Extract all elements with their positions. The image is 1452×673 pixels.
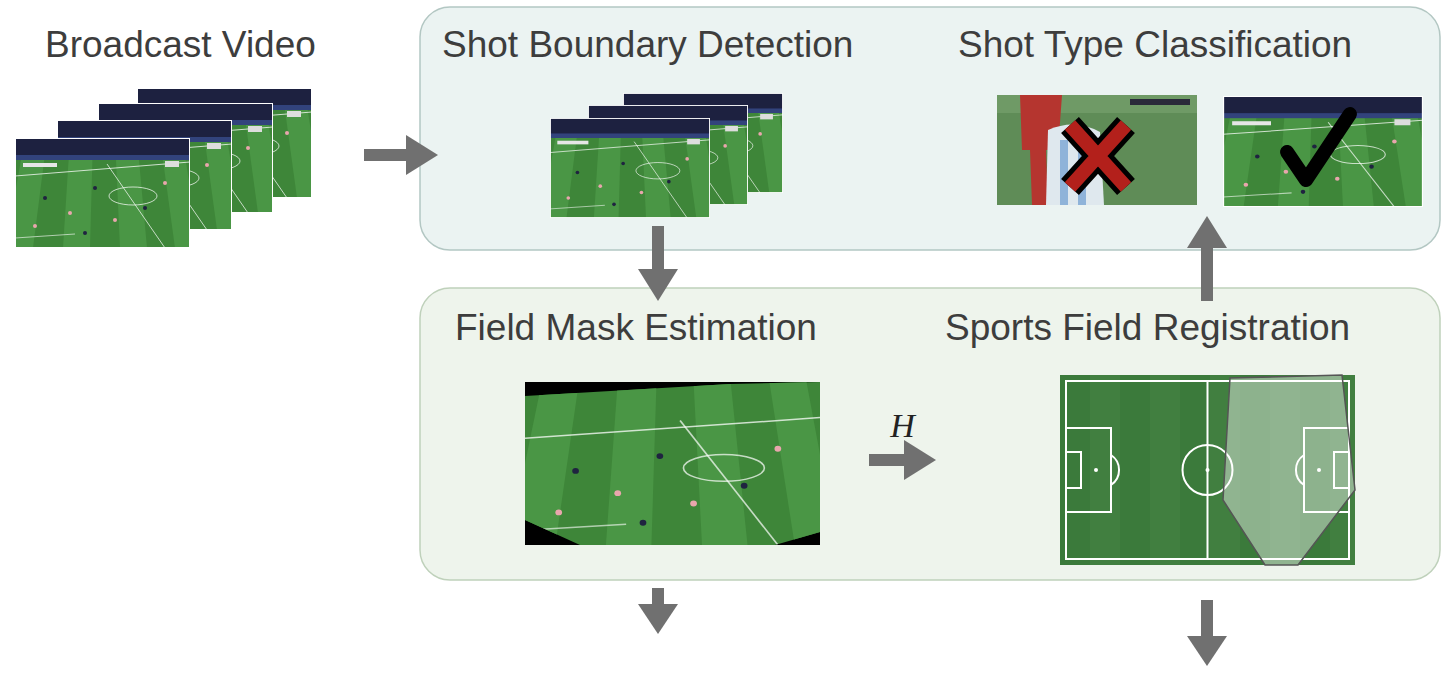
pitch-template bbox=[1066, 428, 1111, 512]
stage-title: Shot Boundary Detection bbox=[442, 22, 853, 68]
video-frames bbox=[5, 88, 322, 248]
flow-arrow bbox=[869, 440, 936, 480]
output-arrow bbox=[638, 588, 1227, 666]
pipeline-panel bbox=[420, 7, 1440, 250]
pitch-template bbox=[1223, 375, 1355, 565]
accepted-frame bbox=[1287, 114, 1350, 180]
stage-title: Field Mask Estimation bbox=[455, 305, 817, 351]
pitch-template bbox=[1066, 452, 1081, 488]
output-arrow bbox=[638, 604, 678, 634]
rejected-closeup bbox=[997, 95, 1197, 205]
pitch-template bbox=[1150, 375, 1180, 565]
output-arrow bbox=[1201, 600, 1213, 638]
rejected-closeup bbox=[997, 95, 1197, 205]
pipeline-panel bbox=[420, 7, 1440, 580]
stage-title: Broadcast Video bbox=[45, 22, 316, 68]
pitch-template bbox=[1094, 468, 1098, 472]
arrow-head bbox=[406, 135, 438, 175]
rejected-closeup bbox=[1130, 99, 1190, 105]
process-stage: Field Mask Estimation bbox=[450, 305, 865, 550]
shot-frames bbox=[541, 118, 719, 218]
rejected-closeup bbox=[1070, 125, 1126, 187]
stage-title: Shot Type Classification bbox=[958, 22, 1352, 68]
stage-title: Sports Field Registration bbox=[945, 305, 1350, 351]
pipeline-panel bbox=[420, 288, 1440, 580]
video-source: Broadcast Video bbox=[15, 22, 360, 252]
flow-arrow bbox=[1187, 216, 1227, 301]
edge-label: H bbox=[886, 406, 919, 446]
rejected-closeup bbox=[1070, 125, 1126, 187]
shot-frames bbox=[541, 93, 792, 218]
accepted-frame bbox=[1212, 96, 1435, 207]
process-stage: Shot Boundary Detection bbox=[442, 22, 930, 222]
process-stage: Sports Field Registration bbox=[940, 305, 1420, 570]
arrow-head bbox=[904, 440, 936, 480]
field-mask bbox=[508, 382, 837, 545]
arrow-head bbox=[1187, 216, 1227, 248]
pitch-template bbox=[1060, 375, 1355, 565]
arrow-head bbox=[638, 269, 678, 301]
field-mask bbox=[508, 382, 837, 545]
pitch-template bbox=[1111, 455, 1119, 485]
flow-arrow bbox=[364, 135, 438, 175]
video-frames bbox=[5, 138, 200, 248]
output-arrow bbox=[1187, 636, 1227, 666]
flow-arrow bbox=[638, 226, 678, 301]
accepted-frame bbox=[1212, 96, 1435, 207]
process-stage: Shot Type Classification bbox=[955, 22, 1427, 212]
pitch-template bbox=[1206, 468, 1210, 472]
pitch-template bbox=[1090, 375, 1120, 565]
pitch-template bbox=[1207, 381, 1209, 559]
output-arrow bbox=[652, 588, 664, 606]
field-mask bbox=[508, 382, 837, 545]
rejected-closeup bbox=[1060, 140, 1068, 205]
pitch-template bbox=[1060, 375, 1355, 565]
